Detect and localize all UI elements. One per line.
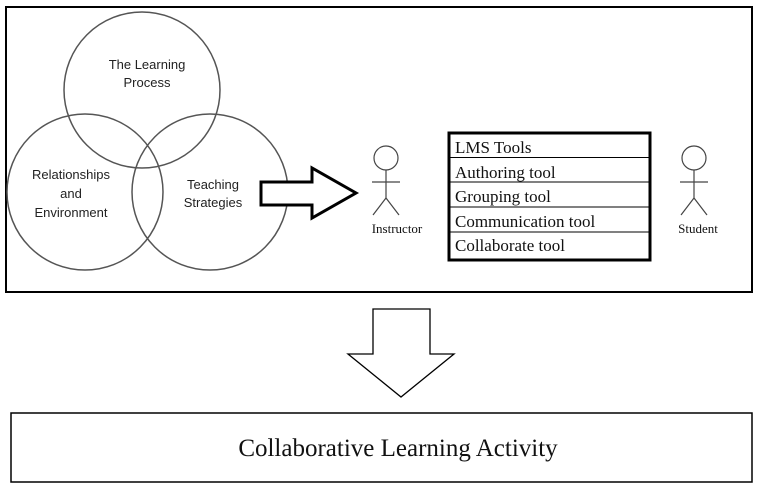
lms-row-communication: Communication tool: [455, 212, 596, 231]
student-right-leg: [693, 197, 708, 216]
result-box-label: Collaborative Learning Activity: [238, 435, 558, 462]
lms-table-border: [447, 131, 652, 262]
instructor-right-leg: [385, 197, 400, 216]
instructor-label: Instructor: [372, 221, 423, 236]
student-label: Student: [678, 221, 718, 236]
student-head: [681, 145, 707, 171]
instructor-left-leg: [372, 197, 387, 216]
venn-label-relationships-line2: and: [60, 186, 82, 201]
instructor-head: [373, 145, 399, 171]
lms-row-authoring: Authoring tool: [455, 163, 556, 182]
venn-label-relationships-line1: Relationships: [32, 167, 111, 182]
venn-label-learning-process-line2: Process: [124, 75, 171, 90]
venn-circle-learning-process: [63, 11, 221, 169]
lms-row-grouping: Grouping tool: [455, 187, 551, 206]
venn-label-relationships-line3: Environment: [35, 205, 108, 220]
lms-tools-table: LMS Tools Authoring tool Grouping tool C…: [447, 131, 652, 262]
result-box: [10, 412, 753, 483]
lms-row-collaborate: Collaborate tool: [455, 236, 565, 255]
venn-diagram: The Learning Process Relationships and E…: [6, 11, 289, 271]
venn-label-learning-process-line1: The Learning: [109, 57, 186, 72]
right-arrow: [259, 165, 360, 221]
lms-row-header: LMS Tools: [455, 138, 531, 157]
down-arrow: [346, 308, 456, 398]
top-frame: [5, 6, 753, 293]
venn-label-teaching-line2: Strategies: [184, 195, 243, 210]
student-left-leg: [680, 197, 695, 216]
student-figure: [680, 145, 708, 216]
instructor-figure: [372, 145, 400, 216]
venn-label-teaching-line1: Teaching: [187, 177, 239, 192]
venn-circle-relationships: [6, 113, 164, 271]
